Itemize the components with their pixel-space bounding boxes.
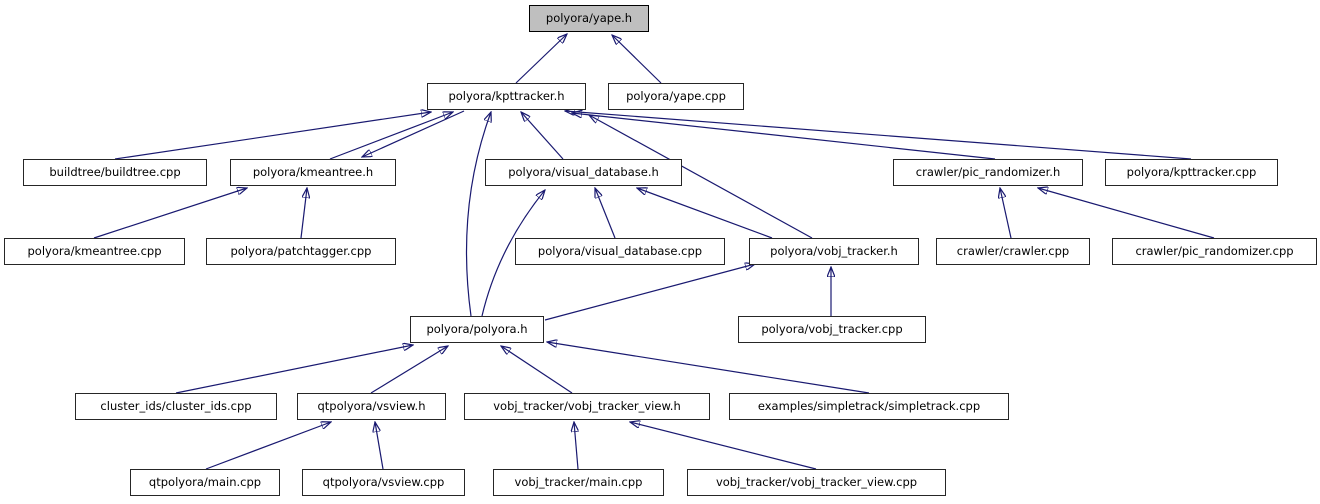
graph-node-vt_view_cpp[interactable]: vobj_tracker/vobj_tracker_view.cpp xyxy=(687,469,946,496)
edge-kmeantree_cpp-to-kmeantree_h xyxy=(93,188,247,239)
graph-node-kpttracker_cpp[interactable]: polyora/kpttracker.cpp xyxy=(1105,159,1278,186)
graph-node-visual_database_h[interactable]: polyora/visual_database.h xyxy=(485,159,682,186)
graph-node-simpletrack_cpp[interactable]: examples/simpletrack/simpletrack.cpp xyxy=(729,393,1009,420)
edge-polyora_h-to-visual_database_h xyxy=(481,190,545,317)
edge-crawler_cpp-to-pic_randomizer_h xyxy=(1000,188,1012,239)
edge-vobj_tracker_h-to-visual_database_h xyxy=(637,188,773,239)
graph-node-qt_main_cpp[interactable]: qtpolyora/main.cpp xyxy=(130,469,280,496)
edge-pic_randomizer_cpp-to-pic_randomizer_h xyxy=(1038,188,1215,239)
graph-node-patchtagger_cpp[interactable]: polyora/patchtagger.cpp xyxy=(206,238,396,265)
graph-node-yape_cpp[interactable]: polyora/yape.cpp xyxy=(608,83,744,110)
edge-buildtree_cpp-to-kpttracker_h xyxy=(114,112,431,160)
graph-node-kpttracker_h[interactable]: polyora/kpttracker.h xyxy=(427,83,586,110)
graph-node-vsview_h[interactable]: qtpolyora/vsview.h xyxy=(297,393,446,420)
edge-vt_view_cpp-to-vobj_tracker_view_h xyxy=(630,422,817,470)
edge-vsview_cpp-to-vsview_h xyxy=(375,422,384,470)
graph-node-kmeantree_h[interactable]: polyora/kmeantree.h xyxy=(230,159,396,186)
edge-simpletrack_cpp-to-polyora_h xyxy=(547,342,870,394)
graph-node-vobj_tracker_h[interactable]: polyora/vobj_tracker.h xyxy=(749,238,919,265)
graph-node-vobj_tracker_cpp[interactable]: polyora/vobj_tracker.cpp xyxy=(738,316,926,343)
edge-yape_cpp-to-yape_h xyxy=(612,35,662,84)
graph-node-pic_randomizer_cpp[interactable]: crawler/pic_randomizer.cpp xyxy=(1112,238,1317,265)
edge-qt_main_cpp-to-vsview_h xyxy=(205,422,331,470)
edge-visual_database_h-to-kpttracker_h xyxy=(521,112,564,160)
edge-vobj_tracker_h-to-kpttracker_h xyxy=(589,115,813,239)
edge-cluster_ids_cpp-to-polyora_h xyxy=(175,345,413,394)
edge-kpttracker_h-to-yape_h xyxy=(515,34,567,84)
graph-node-crawler_cpp[interactable]: crawler/crawler.cpp xyxy=(936,238,1090,265)
edge-polyora_h-to-vobj_tracker_h xyxy=(544,264,755,321)
edge-visual_database_cpp-to-visual_database_h xyxy=(595,188,616,239)
edge-patchtagger_cpp-to-kmeantree_h xyxy=(300,188,307,239)
graph-node-pic_randomizer_h[interactable]: crawler/pic_randomizer.h xyxy=(893,159,1083,186)
edge-polyora_h-to-kpttracker_h xyxy=(465,112,492,317)
edge-vt_main_cpp-to-vobj_tracker_view_h xyxy=(574,422,578,470)
graph-node-cluster_ids_cpp[interactable]: cluster_ids/cluster_ids.cpp xyxy=(75,393,277,420)
graph-node-visual_database_cpp[interactable]: polyora/visual_database.cpp xyxy=(515,238,725,265)
graph-node-vobj_tracker_view_h[interactable]: vobj_tracker/vobj_tracker_view.h xyxy=(464,393,710,420)
edge-kpttracker_h-to-kmeantree_h xyxy=(362,110,465,157)
graph-node-vsview_cpp[interactable]: qtpolyora/vsview.cpp xyxy=(302,469,465,496)
graph-node-kmeantree_cpp[interactable]: polyora/kmeantree.cpp xyxy=(4,238,185,265)
edge-vobj_tracker_view_h-to-polyora_h xyxy=(501,346,573,394)
edge-pic_randomizer_h-to-kpttracker_h xyxy=(572,113,996,160)
graph-node-yape_h: polyora/yape.h xyxy=(529,5,649,32)
graph-node-buildtree_cpp[interactable]: buildtree/buildtree.cpp xyxy=(23,159,207,186)
graph-node-polyora_h[interactable]: polyora/polyora.h xyxy=(410,316,544,343)
edge-vsview_h-to-polyora_h xyxy=(370,346,448,394)
graph-node-vt_main_cpp[interactable]: vobj_tracker/main.cpp xyxy=(493,469,664,496)
edge-kpttracker_cpp-to-kpttracker_h xyxy=(565,111,1192,160)
edge-kmeantree_h-to-kpttracker_h xyxy=(329,112,453,160)
